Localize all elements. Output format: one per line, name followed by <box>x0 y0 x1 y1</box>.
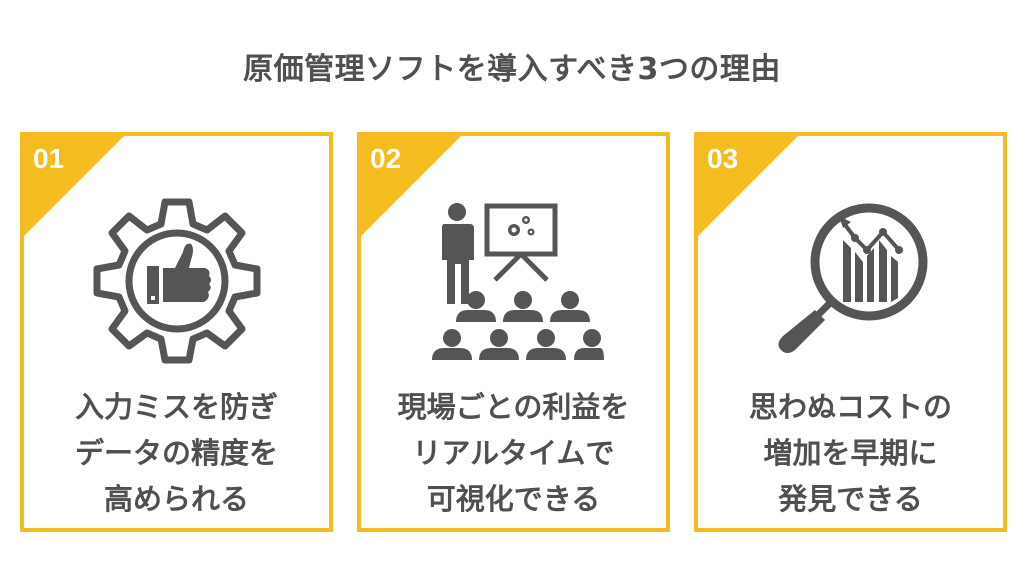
description-line: リアルタイムで <box>412 436 615 470</box>
description-line: 高められる <box>103 482 249 516</box>
card-description: 入力ミスを防ぎ データの精度を 高められる <box>24 384 329 522</box>
description-line: 現場ごとの利益を <box>397 390 630 424</box>
gear-thumbs-up-icon <box>93 198 260 364</box>
reason-card-3: 03 思わぬコストの 増加を早期に 発見できる <box>694 132 1007 532</box>
corner-badge <box>24 136 124 236</box>
presentation-audience-icon <box>431 203 604 360</box>
description-line: データの精度を <box>74 436 278 470</box>
corner-badge <box>361 136 461 236</box>
card-number: 03 <box>707 143 739 174</box>
magnifier-chart-icon <box>777 203 927 353</box>
card-description: 現場ごとの利益を リアルタイムで 可視化できる <box>361 384 666 522</box>
description-line: 増加を早期に <box>763 436 938 470</box>
corner-badge <box>698 136 798 236</box>
description-line: 思わぬコストの <box>748 390 952 424</box>
description-line: 入力ミスを防ぎ <box>74 390 278 424</box>
card-number: 02 <box>370 143 402 174</box>
reason-card-1: 01 入力ミスを防ぎ データの精度を 高められる <box>20 132 333 532</box>
description-line: 発見できる <box>778 482 923 516</box>
description-line: 可視化できる <box>426 482 601 516</box>
reason-card-2: 02 <box>357 132 670 532</box>
card-description: 思わぬコストの 増加を早期に 発見できる <box>698 384 1003 522</box>
card-number: 01 <box>33 143 65 174</box>
page-title: 原価管理ソフトを導入すべき3つの理由 <box>243 52 781 87</box>
